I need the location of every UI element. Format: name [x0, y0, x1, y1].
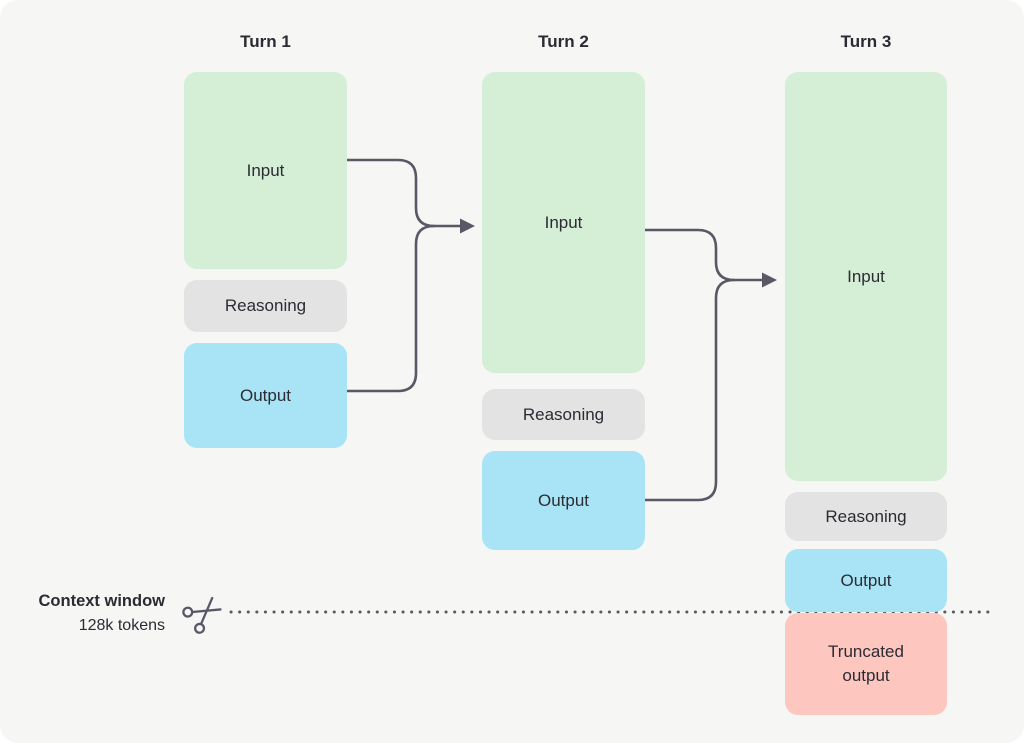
turn3-output-box: Output: [785, 549, 947, 612]
turn3-input-label: Input: [847, 266, 885, 286]
turn1-reasoning-box: Reasoning: [184, 280, 347, 332]
context-window-label: Context window 128k tokens: [18, 592, 166, 635]
turn2-output-label: Output: [537, 490, 590, 510]
scissors-icon: [182, 596, 222, 634]
turn3-reasoning-box: Reasoning: [785, 492, 947, 541]
arrow-turn1-to-turn2: [345, 158, 475, 393]
arrow-turn2-to-turn3: [643, 228, 777, 502]
turn2-header: Turn 2: [538, 32, 589, 51]
turn1-input-box: Input: [184, 72, 347, 269]
turn3-reasoning-label: Reasoning: [825, 506, 907, 526]
turn1-output-box: Output: [184, 343, 347, 448]
turn2-reasoning-box: Reasoning: [482, 389, 645, 440]
turn3-truncated-output-box: Truncated output: [785, 613, 947, 715]
turn1-header: Turn 1: [240, 32, 291, 51]
turn3-input-box: Input: [785, 72, 947, 481]
turn3-truncated-output-label: Truncated output: [828, 642, 904, 685]
turn1-output-label: Output: [239, 385, 292, 405]
turn2-input-label: Input: [544, 212, 583, 232]
turn2-output-box: Output: [482, 451, 645, 550]
turn1-input-label: Input: [246, 160, 285, 180]
turn3-output-label: Output: [840, 570, 892, 590]
turn2-reasoning-label: Reasoning: [522, 404, 605, 424]
turn1-reasoning-label: Reasoning: [224, 296, 307, 315]
turn3-header: Turn 3: [840, 32, 892, 51]
context-window-title: Context window: [38, 592, 166, 610]
context-window-token-count: 128k tokens: [78, 617, 165, 634]
turn2-input-box: Input: [482, 72, 645, 373]
